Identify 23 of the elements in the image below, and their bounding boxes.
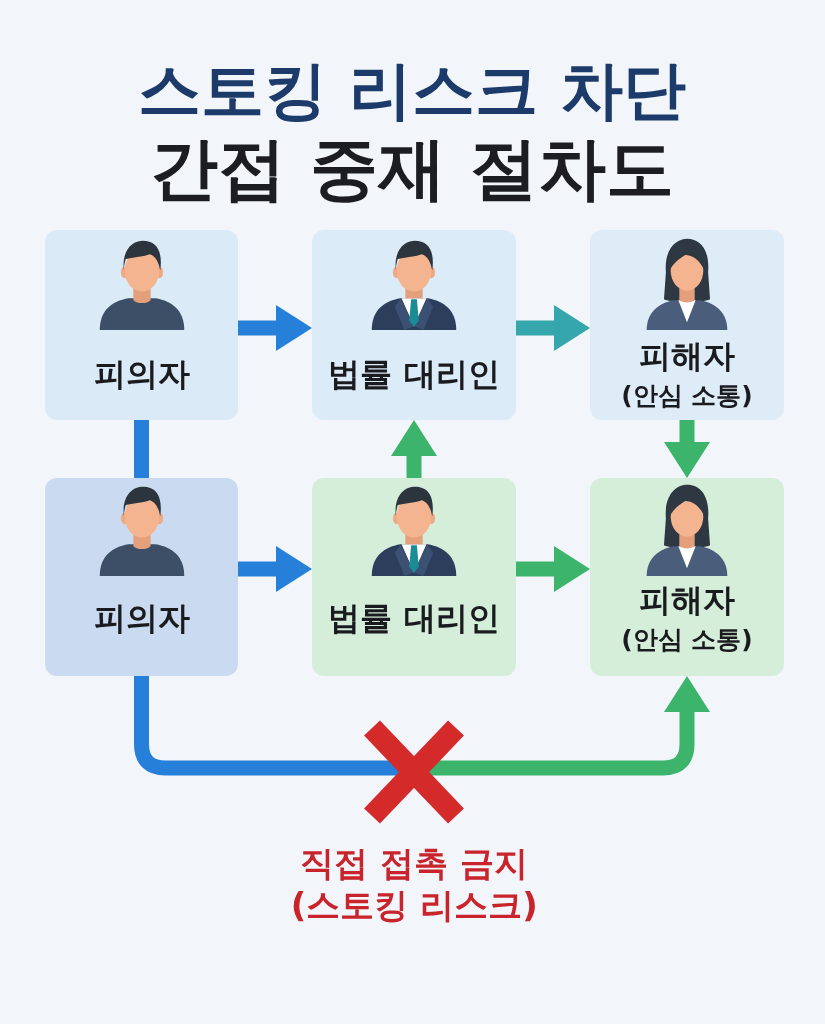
role-box	[312, 230, 516, 420]
role-box	[590, 478, 784, 676]
node-label: 법률 대리인	[328, 354, 500, 395]
node-label: 피의자	[93, 354, 190, 395]
node-label: 피해자	[639, 336, 735, 377]
node-label: 피의자	[93, 598, 190, 639]
role-box	[312, 478, 516, 676]
arrow	[391, 420, 437, 478]
node-note: (안심 소통)	[621, 380, 753, 412]
node-label: 법률 대리인	[328, 598, 500, 639]
arrow	[664, 420, 710, 478]
connector-line	[134, 420, 149, 478]
arrow	[134, 676, 710, 776]
arrow	[516, 546, 590, 592]
arrow	[516, 305, 590, 351]
arrow	[238, 546, 312, 592]
role-box	[45, 230, 238, 420]
node-note: (안심 소통)	[621, 624, 753, 656]
role-box	[45, 478, 238, 676]
role-box	[590, 230, 784, 420]
title: 스토킹 리스크 차단 간접 중재 절차도	[137, 53, 687, 208]
node-label: 피해자	[639, 580, 735, 621]
arrow	[238, 305, 312, 351]
